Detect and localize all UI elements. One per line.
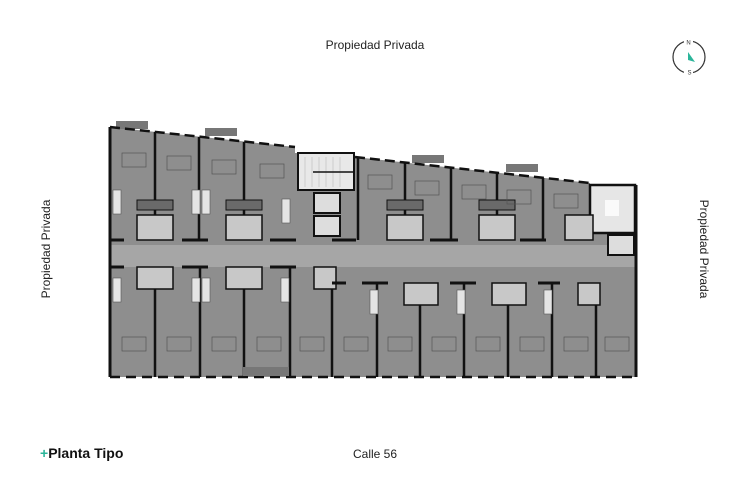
compass-north: N [686, 41, 690, 47]
plus-icon: + [40, 445, 49, 461]
left-boundary-label: Propiedad Privada [39, 199, 53, 299]
plan-title-text: Planta Tipo [48, 445, 124, 461]
floor-plan [100, 115, 650, 385]
right-boundary-label: Propiedad Privada [697, 199, 711, 299]
top-boundary-label: Propiedad Privada [325, 38, 425, 52]
street-label: Calle 56 [352, 447, 398, 461]
plan-title: +Planta Tipo [40, 445, 123, 461]
compass-south: S [687, 71, 691, 77]
compass-icon: N S [670, 38, 708, 77]
